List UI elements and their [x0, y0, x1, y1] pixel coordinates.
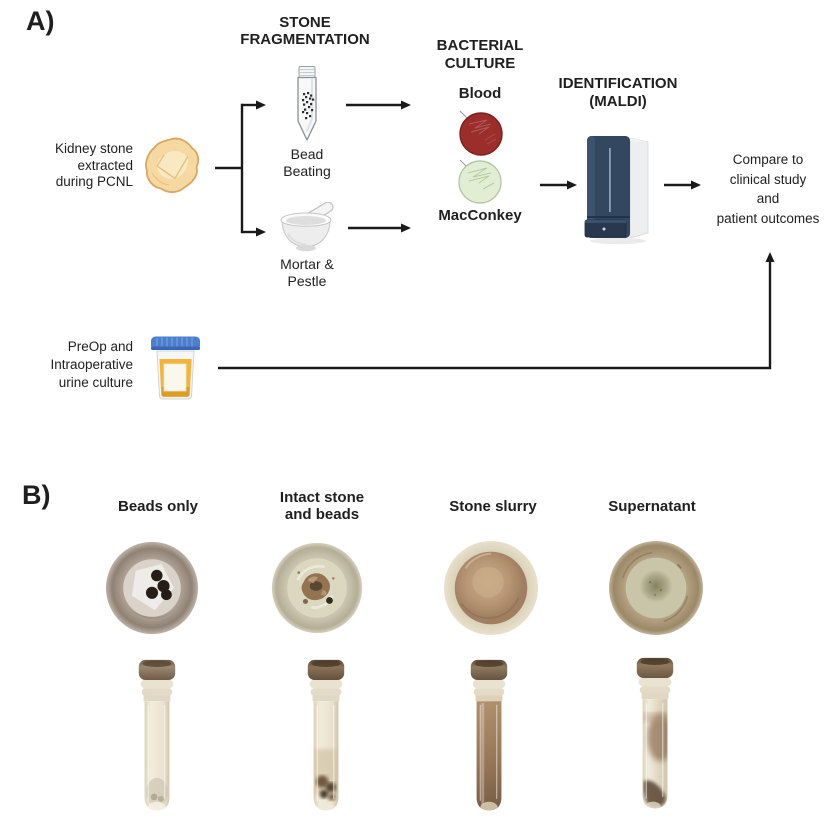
- tube-side-view-photo-stone-slurry: [470, 659, 508, 811]
- bacterial-culture-heading: BACTERIAL CULTURE: [436, 37, 524, 72]
- identification-heading: IDENTIFICATION (MALDI): [558, 75, 678, 110]
- figure-panel-a: A) Kidney stone extracted during PCNL: [20, 6, 820, 400]
- maldi-instrument-icon: [584, 135, 649, 245]
- connector-stone-branch: [215, 103, 244, 234]
- source-label-line: during PCNL: [55, 174, 133, 189]
- tube-top-view-photo-beads-only: [105, 541, 199, 635]
- tube-side-view-photo-intact-stone: [307, 659, 345, 811]
- tube-side-view-photo-beads-only: [138, 659, 176, 811]
- tube-top-view-photo-supernatant: [608, 540, 704, 636]
- specimen-label-stone-slurry: Stone slurry: [449, 498, 537, 515]
- figure-panel-b: B) Beads only: [0, 460, 840, 832]
- specimen-label-intact-stone: Intact stone and beads: [279, 489, 365, 523]
- tube-top-view-photo-stone-slurry: [443, 540, 539, 636]
- mortar-pestle-label: Mortar & Pestle: [280, 256, 334, 289]
- specimen-label-supernatant: Supernatant: [608, 498, 696, 515]
- kidney-stone-icon: [145, 137, 200, 193]
- urine-culture-label: PreOp and Intraoperative urine culture: [50, 339, 133, 390]
- urine-specimen-cup-icon: [151, 336, 200, 400]
- bead-beating-tube-icon: [297, 66, 317, 141]
- source-label-line: extracted: [77, 157, 133, 173]
- panel-a-label: A): [26, 6, 55, 36]
- tube-side-view-photo-supernatant: [636, 657, 674, 809]
- blood-agar-plate-icon: [459, 110, 503, 156]
- source-label-line: Kidney stone: [54, 141, 133, 156]
- blood-agar-label: Blood: [458, 85, 502, 102]
- bead-beating-label: Bead Beating: [283, 146, 331, 179]
- outcome-text: Compare to clinical study and patient ou…: [716, 152, 820, 226]
- mortar-pestle-icon: [280, 202, 334, 252]
- macconkey-agar-plate-icon: [458, 159, 502, 204]
- tube-top-view-photo-intact-stone: [271, 542, 363, 634]
- macconkey-label: MacConkey: [438, 207, 522, 224]
- specimen-label-beads-only: Beads only: [117, 498, 199, 515]
- stone-fragmentation-heading: STONE FRAGMENTATION: [240, 14, 370, 48]
- kidney-stone-source-label: Kidney stone extracted during PCNL: [20, 141, 133, 191]
- panel-b-label: B): [22, 480, 51, 510]
